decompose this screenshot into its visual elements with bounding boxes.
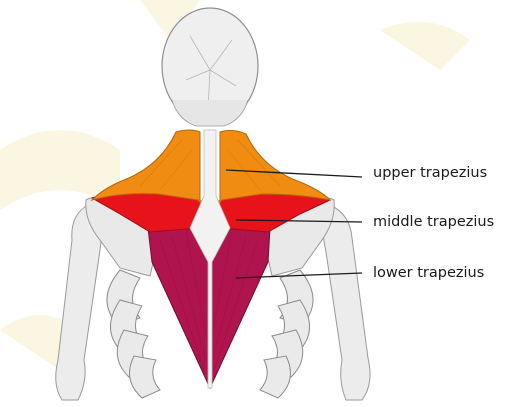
label-lower-trapezius: lower trapezius	[373, 266, 484, 281]
right-humerus	[322, 205, 370, 400]
label-upper-trapezius: upper trapezius	[373, 166, 487, 181]
label-middle-trapezius: middle trapezius	[373, 215, 494, 230]
left-humerus	[56, 205, 102, 400]
skull	[162, 8, 258, 126]
